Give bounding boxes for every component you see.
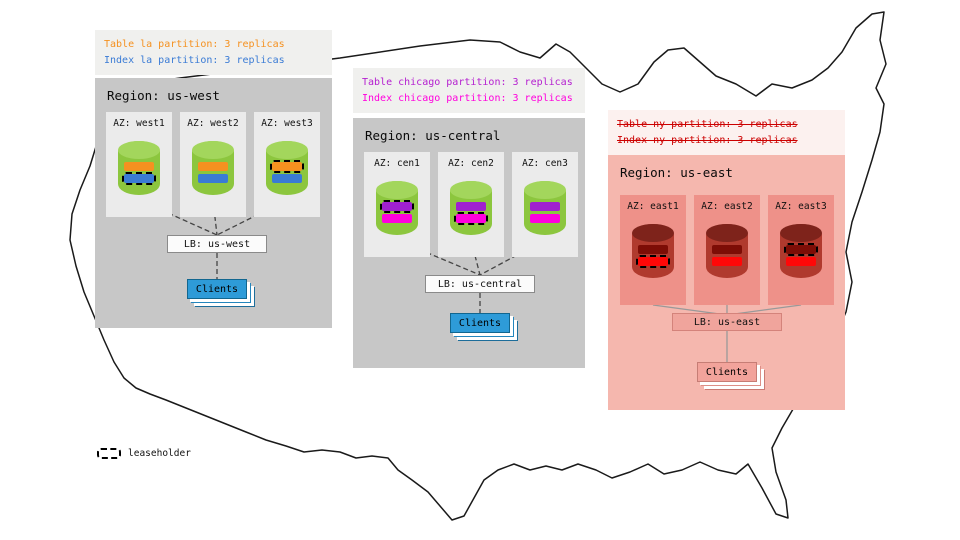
table-ny-leaseholder-replica	[784, 243, 818, 256]
replica-bars	[376, 200, 418, 223]
database-cylinder	[450, 181, 492, 235]
az-east2: AZ: east2	[694, 195, 760, 305]
database-cylinder	[192, 141, 234, 195]
region-us-central: Region: us-central AZ: cen1 AZ: cen2 AZ:…	[353, 118, 585, 368]
leaseholder-swatch-icon	[97, 448, 121, 459]
annotation-chicago-partitions: Table chicago partition: 3 replicas Inde…	[353, 68, 585, 113]
az-east3: AZ: east3	[768, 195, 834, 305]
table-chicago-replica	[530, 202, 560, 211]
database-cylinder	[706, 224, 748, 278]
index-ny-leaseholder-replica	[636, 255, 670, 268]
az-cen3: AZ: cen3	[512, 152, 578, 257]
legend-label: leaseholder	[128, 448, 191, 459]
az-label: AZ: west3	[261, 118, 313, 129]
table-la-replica	[198, 162, 228, 171]
annotation-index-ny: Index ny partition: 3 replicas	[617, 134, 798, 146]
table-chicago-replica	[456, 202, 486, 211]
replica-bars	[266, 160, 308, 183]
az-cen2: AZ: cen2	[438, 152, 504, 257]
region-title-us-central: Region: us-central	[365, 128, 501, 143]
replica-bars	[118, 162, 160, 185]
index-la-replica	[272, 174, 302, 183]
annotation-table-ny: Table ny partition: 3 replicas	[617, 119, 798, 130]
az-east1: AZ: east1	[620, 195, 686, 305]
table-chicago-leaseholder-replica	[380, 200, 414, 213]
az-cen1: AZ: cen1	[364, 152, 430, 257]
az-label: AZ: cen2	[448, 158, 494, 169]
load-balancer-us-central: LB: us-central	[425, 275, 535, 293]
az-label: AZ: cen1	[374, 158, 420, 169]
annotation-ny-partitions: Table ny partition: 3 replicas Index ny …	[608, 110, 845, 155]
annotation-index-la: Index la partition: 3 replicas	[104, 54, 285, 66]
load-balancer-us-west: LB: us-west	[167, 235, 267, 253]
replica-bars	[632, 245, 674, 268]
table-la-replica	[124, 162, 154, 171]
replica-bars	[450, 202, 492, 225]
annotation-index-chicago: Index chicago partition: 3 replicas	[362, 92, 573, 104]
replica-bars	[780, 243, 822, 266]
az-west1: AZ: west1	[106, 112, 172, 217]
index-chicago-leaseholder-replica	[454, 212, 488, 225]
index-chicago-replica	[530, 214, 560, 223]
database-cylinder	[632, 224, 674, 278]
index-ny-replica	[712, 257, 742, 266]
clients-us-east: Clients	[697, 362, 757, 382]
replica-bars	[706, 245, 748, 266]
connection-lines-west	[138, 199, 288, 279]
table-la-leaseholder-replica	[270, 160, 304, 173]
az-label: AZ: east3	[775, 201, 827, 212]
index-ny-replica	[786, 257, 816, 266]
az-west3: AZ: west3	[254, 112, 320, 217]
az-label: AZ: east1	[627, 201, 679, 212]
region-us-east: Region: us-east AZ: east1 AZ: east2 AZ: …	[608, 155, 845, 410]
az-label: AZ: west2	[187, 118, 239, 129]
database-cylinder	[524, 181, 566, 235]
region-title-us-east: Region: us-east	[620, 165, 733, 180]
database-cylinder	[780, 224, 822, 278]
az-label: AZ: cen3	[522, 158, 568, 169]
annotation-table-chicago: Table chicago partition: 3 replicas	[362, 77, 573, 88]
connection-lines-east	[652, 304, 802, 362]
load-balancer-us-east: LB: us-east	[672, 313, 782, 331]
database-cylinder	[376, 181, 418, 235]
index-la-replica	[198, 174, 228, 183]
annotation-la-partitions: Table la partition: 3 replicas Index la …	[95, 30, 332, 75]
replica-bars	[192, 162, 234, 183]
database-cylinder	[266, 141, 308, 195]
clients-us-central: Clients	[450, 313, 510, 333]
az-label: AZ: east2	[701, 201, 753, 212]
az-west2: AZ: west2	[180, 112, 246, 217]
annotation-table-la: Table la partition: 3 replicas	[104, 39, 285, 50]
connection-lines-central	[396, 239, 546, 313]
database-cylinder	[118, 141, 160, 195]
replica-bars	[524, 202, 566, 223]
table-ny-replica	[712, 245, 742, 254]
table-ny-replica	[638, 245, 668, 254]
clients-us-west: Clients	[187, 279, 247, 299]
legend-leaseholder: leaseholder	[97, 448, 191, 459]
index-chicago-replica	[382, 214, 412, 223]
index-la-leaseholder-replica	[122, 172, 156, 185]
region-title-us-west: Region: us-west	[107, 88, 220, 103]
az-label: AZ: west1	[113, 118, 165, 129]
region-us-west: Region: us-west AZ: west1 AZ: west2 AZ: …	[95, 78, 332, 328]
